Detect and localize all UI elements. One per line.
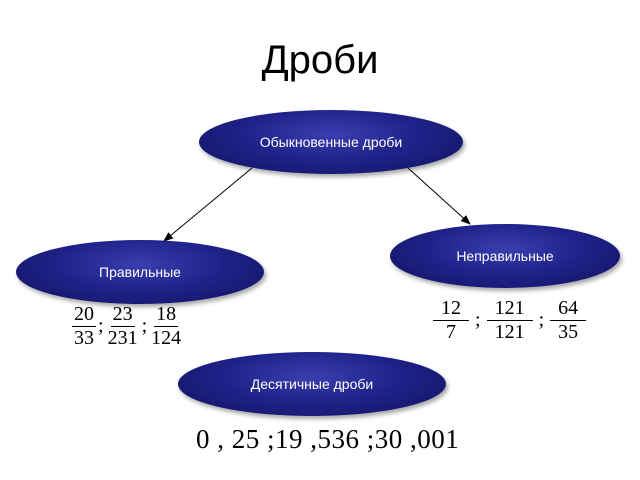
fraction-numerator: 12: [433, 298, 469, 321]
fraction-separator: ;: [475, 309, 481, 331]
node-improper-fractions: Неправильные: [390, 224, 620, 288]
node-ordinary-label: Обыкновенные дроби: [259, 134, 403, 150]
proper-fractions-examples: 20 33 ; 23 231 ; 18 124: [72, 304, 183, 349]
fraction-denominator: 231: [107, 327, 138, 349]
fraction-denominator: 7: [446, 321, 456, 343]
node-decimal-label: Десятичные дроби: [250, 376, 374, 392]
arrow-to-proper: [163, 167, 253, 242]
fraction-separator: ;: [538, 309, 545, 331]
proper-fraction: 23 231: [106, 304, 140, 349]
improper-fractions-examples: 12 7 ; 121 121 ; 64 35: [433, 298, 587, 343]
fraction-denominator: 33: [74, 327, 94, 349]
fraction-denominator: 124: [151, 327, 182, 349]
proper-fraction: 18 124: [149, 304, 183, 349]
fraction-numerator: 18: [154, 303, 179, 327]
node-improper-label: Неправильные: [456, 248, 554, 264]
fraction-numerator: 23: [110, 303, 135, 327]
fraction-denominator: 121: [494, 321, 525, 343]
node-proper-label: Правильные: [99, 264, 181, 280]
decimal-fractions-examples: 0 , 25 ;19 ,536 ;30 ,001: [196, 424, 460, 454]
improper-fraction: 64 35: [550, 298, 587, 343]
node-proper-fractions: Правильные: [16, 240, 264, 304]
improper-fraction: 121 121: [486, 298, 533, 343]
fraction-numerator: 20: [72, 303, 96, 327]
improper-fraction: 12 7: [433, 298, 469, 343]
page-title: Дроби: [261, 38, 379, 82]
arrow-to-improper: [407, 167, 471, 225]
node-decimal-fractions: Десятичные дроби: [178, 352, 446, 416]
fraction-separator: ;: [141, 315, 148, 337]
proper-fraction: 20 33: [72, 304, 96, 349]
fraction-numerator: 121: [486, 298, 533, 321]
fraction-denominator: 35: [558, 321, 579, 343]
fraction-separator: ;: [98, 315, 104, 337]
fraction-numerator: 64: [550, 298, 587, 321]
node-ordinary-fractions: Обыкновенные дроби: [199, 110, 463, 174]
